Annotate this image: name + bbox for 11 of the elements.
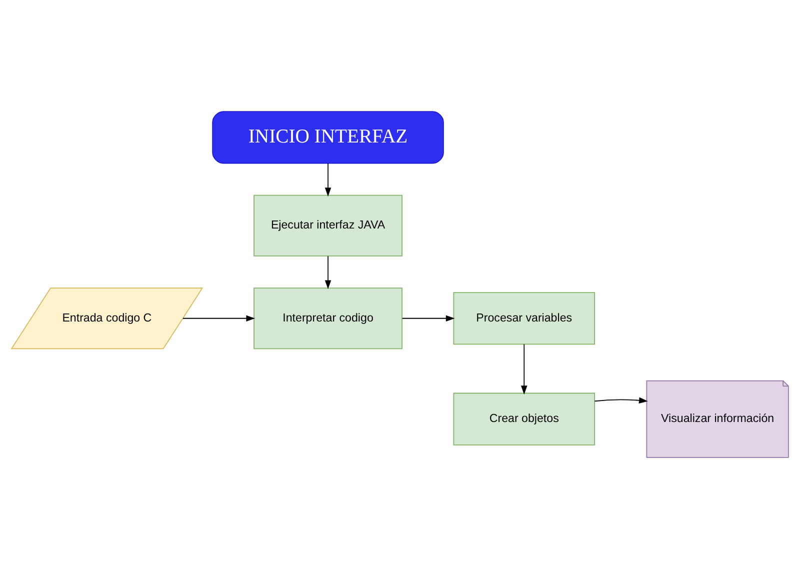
arrow [594, 397, 648, 404]
arrow [324, 256, 332, 290]
arrow [324, 162, 332, 197]
node-box: Procesar variables [453, 292, 595, 345]
node-box: Interpretar codigo [254, 288, 402, 350]
arrow [402, 315, 455, 322]
node-box: Ejecutar interfaz JAVA [254, 194, 402, 256]
node-box: INICIO INTERFAZ [212, 111, 444, 164]
arrow [182, 315, 256, 322]
arrow [521, 344, 528, 395]
node-box: Crear objetos [453, 392, 595, 446]
